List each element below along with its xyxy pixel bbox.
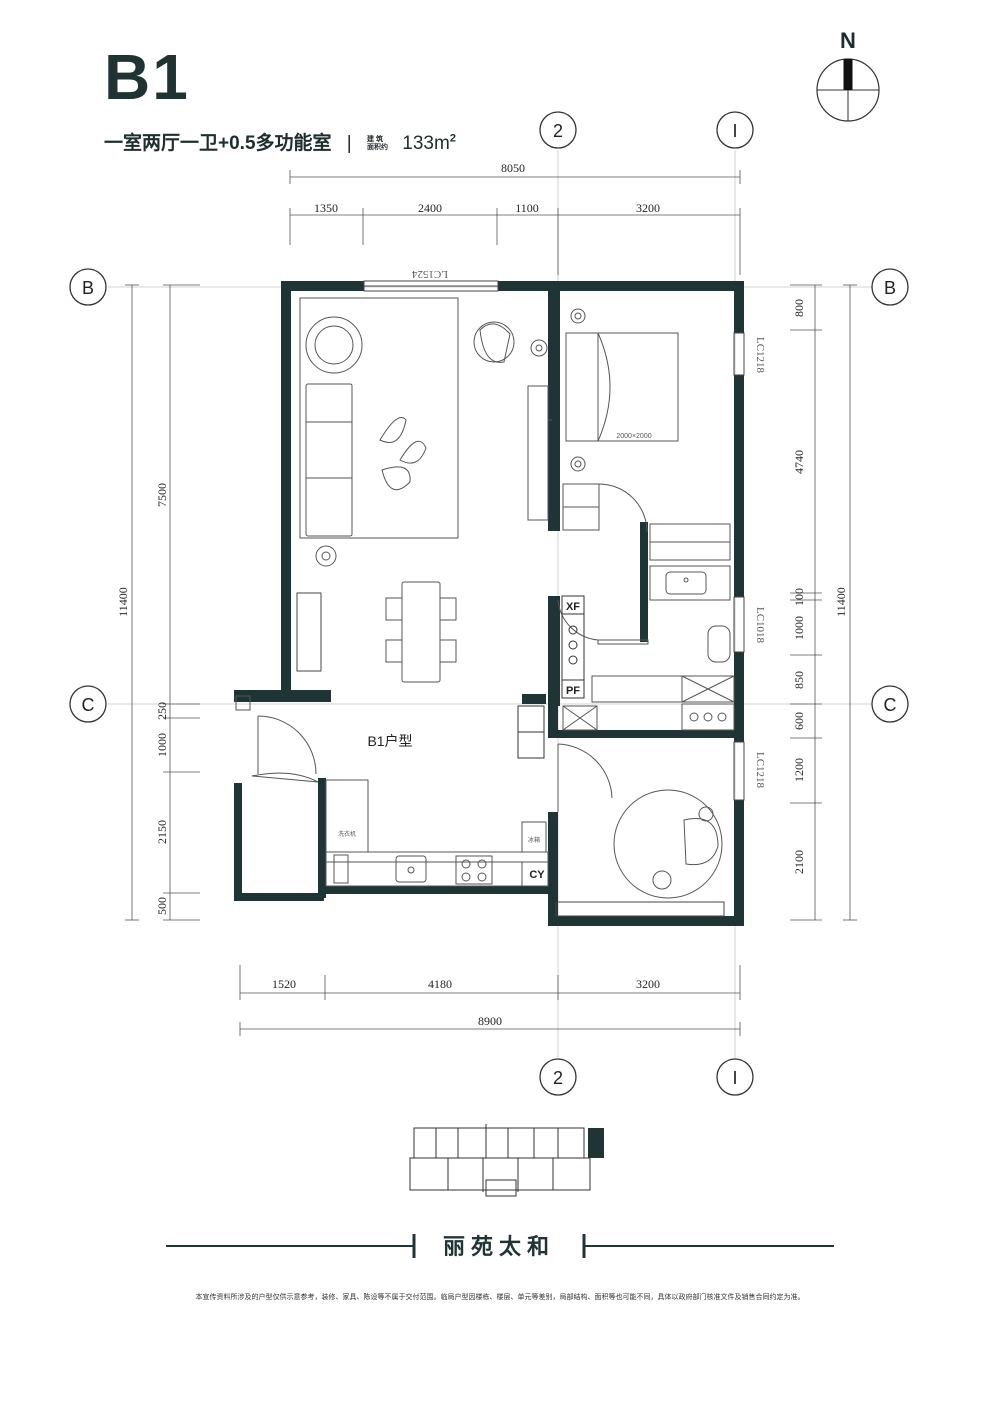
dim-right-800: 800 [792,299,806,317]
wall-top-left [281,281,364,291]
dim-left-2150: 2150 [155,820,169,844]
axis-bubble-1-bottom [716,1058,754,1096]
dim-bottom-total: 8900 [478,1014,502,1028]
dim-right-2100: 2100 [792,850,806,874]
area-label: 建 筑面积约 [367,135,389,151]
wall-bedroom-left [548,281,560,531]
dim-top-1: 1350 [314,201,338,215]
axis-label-c-left: C [82,695,95,715]
wall-study-top [548,730,738,738]
key-plan [409,1124,604,1197]
wall-kitchen-left [318,778,326,898]
axis-bubble-c-right [871,685,909,723]
axis-label-1-bottom: I [732,1068,737,1088]
dim-left-upper: 7500 [155,483,169,507]
subtitle-separator: | [346,133,352,154]
axis-bubble-b-left [69,268,107,306]
axis-label-1-top: I [732,121,737,141]
unit-name-label: B1户型 [367,733,412,749]
wall-balcony-bottom [234,893,324,901]
dim-right-850: 850 [792,671,806,689]
brand-footer: 丽苑太和 [166,1234,834,1259]
washer-label: 洗衣机 [338,830,356,838]
wall-core-2 [548,704,558,730]
wall-right-1 [734,281,744,333]
wall-top-right [498,281,744,291]
cy-label: CY [529,869,545,881]
dim-right-1000: 1000 [792,616,806,640]
wall-study-left [548,812,558,926]
dim-top-2: 2400 [418,201,442,215]
dim-top-4: 3200 [636,201,660,215]
wall-core [548,596,560,706]
unit-code-title: B1 [104,41,190,113]
axis-bubble-b-right [871,268,909,306]
dim-right-1200: 1200 [792,758,806,782]
bed-size-label: 2000×2000 [616,433,651,440]
wall-right-4 [734,800,744,926]
wall-mid-left [234,690,331,702]
wall-left-upper [281,281,291,694]
dim-left-250: 250 [155,702,169,720]
dim-right-4740: 4740 [792,450,806,474]
dim-bottom-2: 4180 [428,977,452,991]
layout-description: 一室两厅一卫+0.5多功能室 [104,133,332,154]
axis-label-b-left: B [82,278,94,298]
pf-label: PF [566,685,580,697]
wall-balcony-left [234,783,242,898]
window-label-right-lower: LC1218 [754,752,766,789]
layout-subtitle: 一室两厅一卫+0.5多功能室 | 建 筑面积约 133m2 [104,128,456,155]
xf-label: XF [566,601,580,613]
axis-label-c-right: C [884,695,897,715]
dim-top-total: 8050 [501,161,525,175]
dim-bottom-3: 3200 [636,977,660,991]
area-value: 133m [402,133,450,154]
wall-bath-left [640,522,648,642]
dim-right-total: 11400 [834,587,848,617]
axis-label-2-top: 2 [553,121,563,141]
disclaimer-text: 本宣传资料所涉及的户型仅供示意参考，装修、家具、陈设等不属于交付范围。临局户型因… [195,1294,805,1301]
axis-bubble-c-left [69,685,107,723]
axis-bubble-1-top [716,111,754,149]
axis-bubble-2-bottom [539,1058,577,1096]
brand-name: 丽苑太和 [443,1234,555,1259]
wall-study-bottom [548,916,744,926]
wall-right-2 [734,375,744,597]
dim-bottom-1: 1520 [272,977,296,991]
wall-kitchen-bottom [324,886,552,894]
window-label-right-upper: LC1218 [754,337,766,374]
window-label-top: LC1524 [411,268,448,280]
dim-right-600: 600 [792,712,806,730]
window-label-right-mid: LC1018 [754,607,766,644]
area-unit-superscript: 2 [449,132,456,145]
dim-left-total: 11400 [116,587,130,617]
wall-kitchen-top [522,694,546,704]
dim-left-1000: 1000 [155,733,169,757]
axis-label-b-right: B [884,278,896,298]
pf-shaft [561,679,585,699]
living-rug [299,297,459,539]
dim-right-100: 100 [792,588,806,606]
dim-left-500: 500 [155,897,169,915]
fridge-label: 冰箱 [528,836,540,844]
dim-top-3: 1100 [515,201,539,215]
north-compass-icon: N [816,28,880,122]
wall-right-3 [734,652,744,742]
north-label: N [840,28,856,53]
axis-bubble-2-top [539,111,577,149]
axis-label-2-bottom: 2 [553,1068,563,1088]
